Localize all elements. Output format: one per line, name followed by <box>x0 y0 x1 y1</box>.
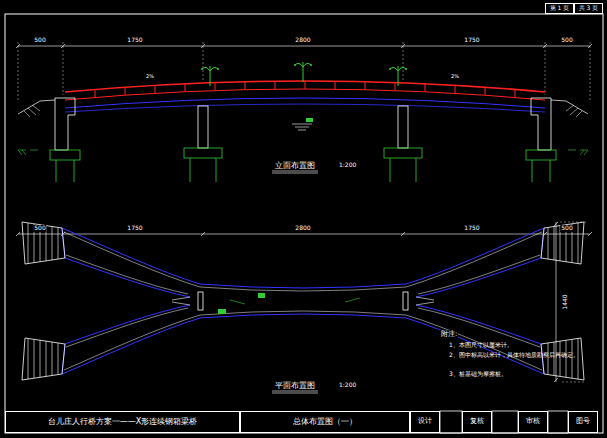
dimension: 500 <box>33 225 46 232</box>
level-mark <box>306 118 313 122</box>
plan-pier <box>403 292 408 310</box>
sheet-frame <box>5 14 603 433</box>
view-scale: 1:200 <box>338 382 357 389</box>
slope-label: 2% <box>450 74 460 80</box>
cell-text: 总体布置图（一） <box>293 418 357 427</box>
cell-text: 第 1 页 <box>550 5 570 12</box>
view-title: 立面布置图 <box>274 161 316 170</box>
plan-pier <box>198 292 203 310</box>
title-block-cell: 总体布置图（一） <box>240 411 410 433</box>
cell-text: 台儿庄人行桥方案一——X形连续钢箱梁桥 <box>48 418 197 427</box>
cell-text: 审核 <box>526 418 540 426</box>
dimension: 2800 <box>294 225 311 232</box>
dimension: 500 <box>560 225 573 232</box>
cell-text: 设计 <box>418 418 432 426</box>
dimension: 1750 <box>463 37 480 44</box>
note-line: 2、图中标高以米计，具体待地质勘察后再确定。 <box>448 352 600 359</box>
cell-text: 复核 <box>470 418 484 426</box>
view-title: 平面布置图 <box>274 381 316 390</box>
title-cell <box>548 411 568 433</box>
dimension: 500 <box>560 37 573 44</box>
cell-text: 共 3 页 <box>579 5 599 12</box>
title-block-cell: 设计 <box>410 411 440 433</box>
plan-deck <box>200 284 406 318</box>
title-block-cell: 审核 <box>518 411 548 433</box>
title-block-cell: 台儿庄人行桥方案一——X形连续钢箱梁桥 <box>5 411 240 433</box>
title-block-cell: 共 3 页 <box>574 3 603 14</box>
note-line: 1、本图尺寸以厘米计。 <box>448 342 600 349</box>
water-level <box>292 124 312 130</box>
title-cell <box>440 411 462 433</box>
view-scale: 1:200 <box>338 162 357 169</box>
note-line: 3、桩基础为摩擦桩。 <box>448 371 600 378</box>
dimension-line <box>16 42 592 100</box>
plan-mark <box>258 293 265 298</box>
dimension: 1750 <box>463 225 480 232</box>
dimension: 500 <box>33 37 46 44</box>
title-block-cell: 第 1 页 <box>545 3 574 14</box>
girder-bottom <box>65 104 545 112</box>
title-cell <box>492 411 518 433</box>
plan-mark <box>218 309 226 314</box>
dimension: 1440 <box>562 293 569 310</box>
note-heading: 附注: <box>440 330 458 338</box>
plan-deck-edge <box>200 287 406 315</box>
title-underline <box>272 391 318 393</box>
dimension: 1750 <box>126 225 143 232</box>
title-block-cell: 图号 <box>568 411 598 433</box>
plan-mark <box>230 298 360 304</box>
title-underline <box>272 171 318 173</box>
dimension: 1750 <box>126 37 143 44</box>
slope-label: 2% <box>145 74 155 80</box>
cell-text: 图号 <box>576 418 590 426</box>
girder <box>65 98 545 108</box>
title-block-cell: 复核 <box>462 411 492 433</box>
dimension: 2800 <box>294 37 311 44</box>
